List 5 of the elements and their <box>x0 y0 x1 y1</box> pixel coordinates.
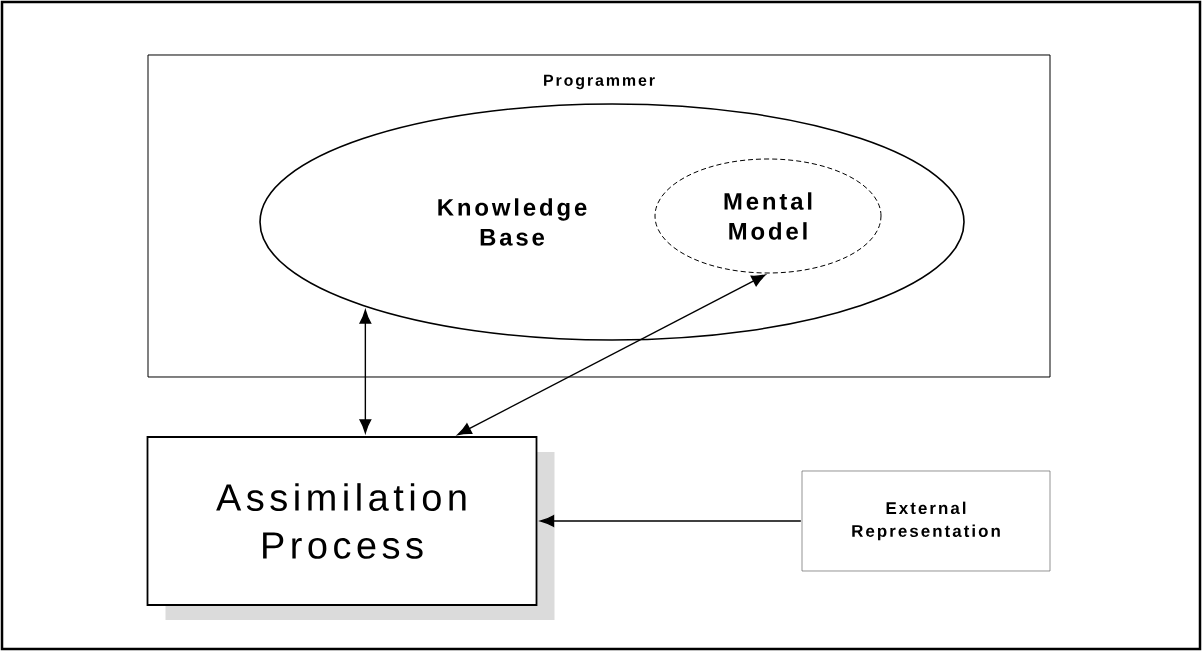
arrow <box>540 515 802 527</box>
process-box: Assimilation Process <box>146 436 555 620</box>
arrow <box>359 309 372 434</box>
arrow <box>457 274 766 436</box>
source-box: External Representation <box>801 470 1051 572</box>
